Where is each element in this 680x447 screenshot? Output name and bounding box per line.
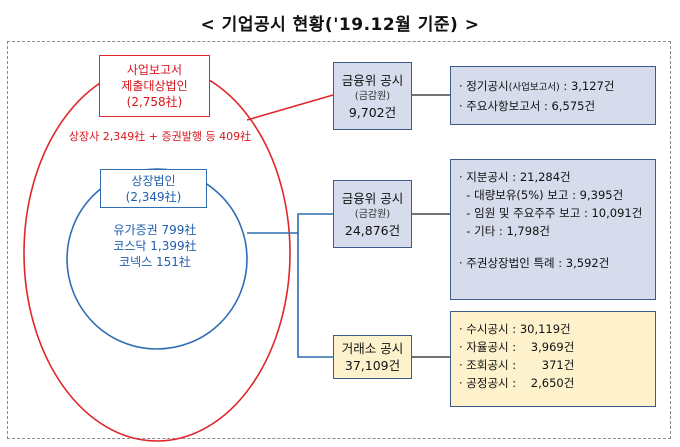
fsc-disclosure-box-2: 금융위 공시 (금감원) 24,876건 xyxy=(333,180,412,248)
listed-entities-box: 상장법인 (2,349社) xyxy=(100,169,207,208)
box-title: 거래소 공시 xyxy=(341,341,404,356)
reporting-line3: (2,758社) xyxy=(126,95,183,109)
red-connector xyxy=(246,94,334,121)
fsc-disclosure-box-1: 금융위 공시 (금감원) 9,702건 xyxy=(333,62,412,130)
market-item: 유가증권 799社 xyxy=(113,223,197,237)
box-subtitle: (금감원) xyxy=(354,208,391,220)
list-item: - 대량보유(5%) 보고 : 9,395건 xyxy=(459,188,624,202)
list-item: · 지분공시 : 21,284건 xyxy=(459,170,571,184)
market-list: 유가증권 799社 코스닥 1,399社 코넥스 151社 xyxy=(100,222,210,270)
box-count: 37,109건 xyxy=(344,358,401,373)
box-subtitle: (금감원) xyxy=(354,90,391,102)
listed-line2: (2,349社) xyxy=(125,189,182,204)
list-item: · 주권상장법인 특례 : 3,592건 xyxy=(459,256,610,270)
reporting-line2: 제출대상법인 xyxy=(121,79,188,93)
list-item: · 조회공시 : 371건 xyxy=(459,358,575,372)
listed-breakdown-text: 상장사 2,349社 + 증권발행 등 409社 xyxy=(68,130,252,143)
reporting-entities-box: 사업보고서 제출대상법인 (2,758社) xyxy=(99,55,210,117)
krx-list: · 수시공시 : 30,119건 · 자율공시 : 3,969건 · 조회공시 … xyxy=(450,311,656,407)
diagram-frame xyxy=(7,41,671,439)
list-item: · 정기공시(사업보고서) : 3,127건 xyxy=(459,79,615,93)
list-item: - 기타 : 1,798건 xyxy=(459,224,550,238)
market-item: 코스닥 1,399社 xyxy=(113,239,197,253)
box-title: 금융위 공시 xyxy=(341,72,404,88)
list-item: · 수시공시 : 30,119건 xyxy=(459,322,571,336)
krx-disclosure-box: 거래소 공시 37,109건 xyxy=(333,335,412,379)
listed-line1: 상장법인 xyxy=(131,173,176,188)
fsc-list-1: · 정기공시(사업보고서) : 3,127건 · 주요사항보고서 : 6,575… xyxy=(450,66,656,125)
list-item: · 자율공시 : 3,969건 xyxy=(459,340,575,354)
list-item: · 공정공시 : 2,650건 xyxy=(459,376,575,390)
blue-connector-krx xyxy=(297,233,333,358)
reporting-line1: 사업보고서 xyxy=(126,63,183,77)
box-count: 9,702건 xyxy=(348,104,397,120)
fsc-list-2: · 지분공시 : 21,284건 - 대량보유(5%) 보고 : 9,395건 … xyxy=(450,159,656,300)
blue-connector-fsc xyxy=(247,213,333,234)
box-count: 24,876건 xyxy=(344,222,401,238)
list-item: - 임원 및 주요주주 보고 : 10,091건 xyxy=(459,206,643,220)
box-title: 금융위 공시 xyxy=(341,190,404,206)
market-item: 코넥스 151社 xyxy=(119,255,191,269)
page-title: < 기업공시 현황('19.12월 기준) > xyxy=(200,15,480,35)
list-item: · 주요사항보고서 : 6,575건 xyxy=(459,99,596,113)
